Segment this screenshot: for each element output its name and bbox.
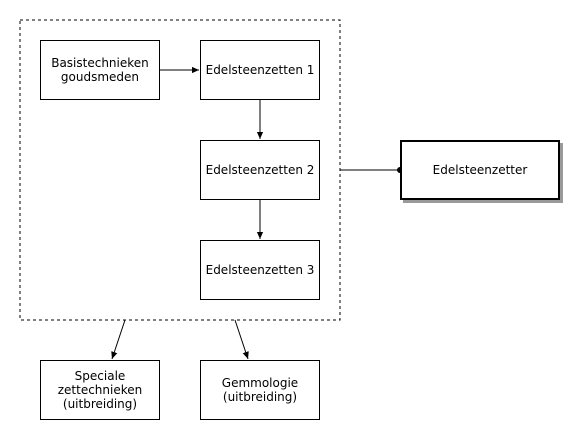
- node-speciale-zettechnieken[interactable]: Speciale zettechnieken (uitbreiding): [40, 360, 160, 420]
- node-gemmologie[interactable]: Gemmologie (uitbreiding): [200, 360, 320, 420]
- node-edelsteenzetten-2[interactable]: Edelsteenzetten 2: [200, 140, 320, 200]
- node-edelsteenzetten-1[interactable]: Edelsteenzetten 1: [200, 40, 320, 100]
- edge-container-to-gemmo: [234, 319, 249, 360]
- node-basistechnieken[interactable]: Basistechnieken goudsmeden: [40, 40, 160, 100]
- node-edelsteenzetten-3[interactable]: Edelsteenzetten 3: [200, 240, 320, 300]
- node-edelsteenzetter[interactable]: Edelsteenzetter: [400, 140, 560, 200]
- edge-container-to-speciale: [111, 319, 126, 360]
